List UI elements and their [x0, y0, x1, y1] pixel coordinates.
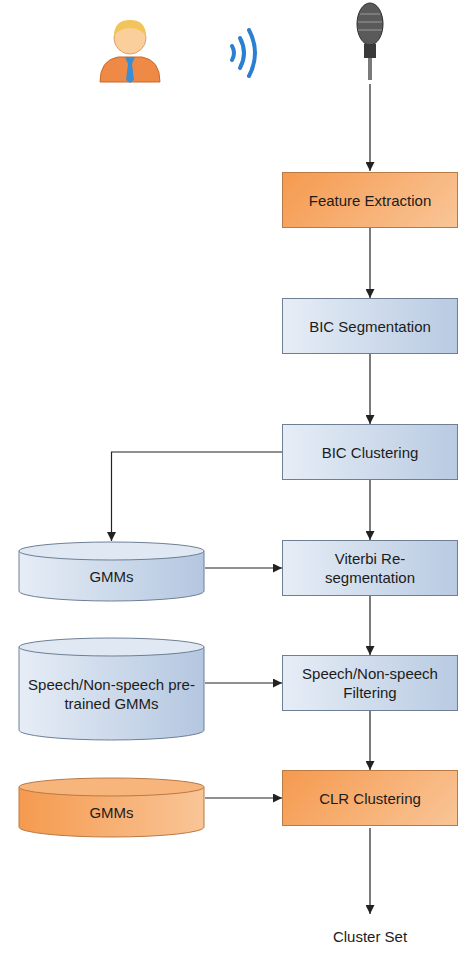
- process-box: Viterbi Re-segmentation: [282, 540, 458, 596]
- person-icon: [100, 20, 160, 83]
- flow-arrow: [205, 682, 282, 683]
- database-cylinder: GMMs: [18, 777, 205, 837]
- flow-arrow: [369, 228, 370, 298]
- microphone-icon: [357, 3, 383, 80]
- cylinder-top: [19, 638, 204, 656]
- node-text: GMMs: [89, 803, 133, 822]
- node-text: GMMs: [89, 567, 133, 586]
- flow-arrow: [369, 711, 370, 770]
- cylinder-top: [19, 542, 204, 560]
- node-text: Speech/Non-speech pre-trained GMMs: [28, 675, 195, 713]
- output-label: Cluster Set: [333, 928, 407, 945]
- flow-arrow: [369, 596, 370, 655]
- node-text: Viterbi Re-segmentation: [291, 549, 449, 587]
- node-text: Feature Extraction: [309, 191, 432, 210]
- cylinder-top: [19, 778, 204, 796]
- flow-arrow: [369, 480, 370, 540]
- output-arrow: [369, 828, 370, 914]
- input-arrow: [369, 84, 370, 171]
- node-text: BIC Segmentation: [309, 317, 431, 336]
- flow-arrow: [112, 452, 283, 541]
- process-box: Feature Extraction: [282, 172, 458, 228]
- cylinder-body: [19, 647, 204, 740]
- process-box: BIC Clustering: [282, 424, 458, 480]
- node-text: CLR Clustering: [319, 789, 421, 808]
- flow-arrow: [205, 797, 282, 798]
- process-box: BIC Segmentation: [282, 298, 458, 354]
- database-cylinder: Speech/Non-speech pre-trained GMMs: [18, 637, 205, 740]
- process-box: CLR Clustering: [282, 770, 458, 826]
- database-cylinder: GMMs: [18, 541, 205, 601]
- flow-arrow: [205, 567, 282, 568]
- flow-arrow: [369, 354, 370, 424]
- sound-waves: [232, 30, 255, 76]
- node-text: Speech/Non-speech Filtering: [291, 664, 449, 702]
- process-box: Speech/Non-speech Filtering: [282, 655, 458, 711]
- node-text: BIC Clustering: [322, 443, 419, 462]
